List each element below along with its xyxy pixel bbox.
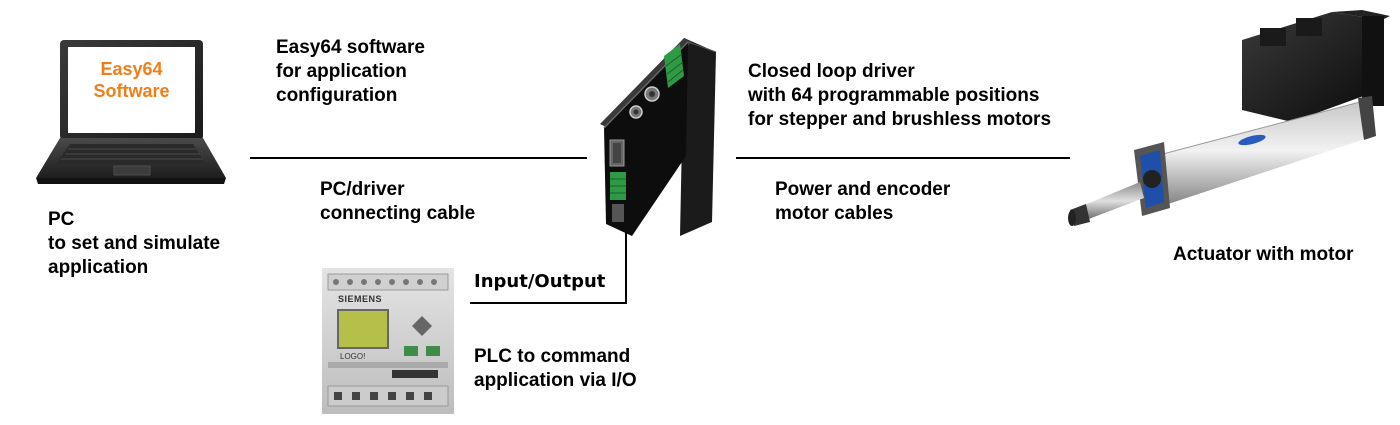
pc-label-line1: PC [48,209,75,230]
driver-image [596,36,720,238]
software-label-line3: configuration [276,85,398,106]
motor-cable-line [736,157,1070,159]
plc-model: LOGO! [340,352,366,361]
actuator-icon [1068,10,1390,226]
motor-cables-label-line1: Power and encoder [775,179,951,200]
software-label-line1: Easy64 software [276,37,425,58]
cable-label-line1: PC/driver [320,179,405,200]
actuator-label-line1: Actuator with motor [1173,244,1354,265]
pc-label-line2: to set and simulate [48,233,221,254]
io-label-line1: Input/Output [474,271,606,292]
driver-label-line3: for stepper and brushless motors [748,109,1052,130]
plc-label: PLC to command application via I/O [474,345,637,393]
cable-label-line2: connecting cable [320,203,476,224]
motor-cables-label: Power and encoder motor cables [775,178,950,226]
pc-label-line3: application [48,257,149,278]
driver-box-icon [600,38,717,236]
motor-cables-label-line2: motor cables [775,203,894,224]
io-horizontal-line [470,302,627,304]
laptop-screen-line2: Software [93,81,170,101]
laptop-image: Easy64 Software [30,38,228,188]
driver-label-line1: Closed loop driver [748,61,915,82]
plc-image: SIEMENS LOGO! [322,268,454,414]
io-vertical-line [625,232,627,304]
laptop-icon [36,40,226,184]
io-label: Input/Output [474,270,605,294]
plc-icon [322,268,454,414]
plc-label-line2: application via I/O [474,370,637,391]
pc-label: PC to set and simulate application [48,208,220,280]
cable-label: PC/driver connecting cable [320,178,475,226]
actuator-label: Actuator with motor [1173,243,1354,267]
plc-brand: SIEMENS [338,294,383,304]
actuator-image [1062,10,1392,230]
pc-driver-cable-line [250,157,587,159]
laptop-screen-line1: Easy64 [100,59,163,79]
plc-label-line1: PLC to command [474,346,631,367]
driver-label-line2: with 64 programmable positions [748,85,1040,106]
software-label: Easy64 software for application configur… [276,36,425,108]
laptop-screen-text: Easy64 Software [68,58,195,102]
driver-label: Closed loop driver with 64 programmable … [748,60,1051,132]
software-label-line2: for application [276,61,407,82]
